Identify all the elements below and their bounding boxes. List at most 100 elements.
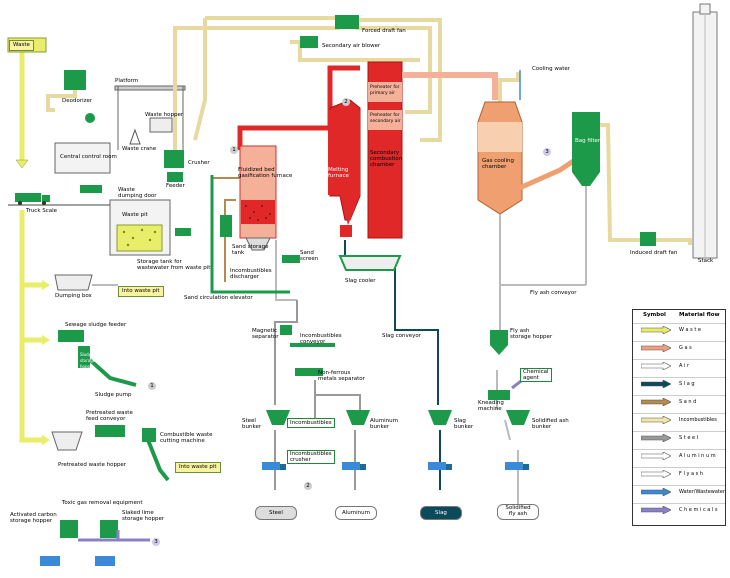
waste-dumping-door-label: Waste dumping door xyxy=(118,187,157,199)
truck-scale-label: Truck Scale xyxy=(26,208,58,214)
sludge-storage-hopper-label: Sludge storage hopper xyxy=(80,352,96,369)
feeder-label: Feeder xyxy=(166,183,185,189)
legend-label: Incombustibles xyxy=(679,417,717,423)
deodorizer-duct xyxy=(46,90,77,112)
forced-draft-fan-unit xyxy=(335,15,359,29)
truck-scale xyxy=(8,193,110,206)
pretreated-conveyor-unit xyxy=(95,425,125,437)
waste-hopper-label: Waste hopper xyxy=(145,112,184,118)
nonferrous-separator-unit xyxy=(295,368,323,376)
fluidized-bed-furnace xyxy=(239,145,277,239)
melting-furnace-body xyxy=(328,110,360,225)
storage-tank-label: Storage tank for wastewater from waste p… xyxy=(137,259,211,271)
gas-duct-to-cooling xyxy=(402,72,498,100)
sand-screen-unit xyxy=(282,255,300,263)
incombustibles-lines xyxy=(274,300,361,490)
kneading-machine-unit xyxy=(488,390,510,400)
induced-draft-fan-unit xyxy=(640,232,656,246)
sludge-pump-line xyxy=(88,358,137,387)
deodorizer-label: Deodorizer xyxy=(62,98,93,104)
legend-row: W a s t e xyxy=(633,323,725,337)
fluidized-bed-label: Fluidized bed gasification furnace xyxy=(238,167,293,179)
slag-lines xyxy=(344,240,441,490)
waste-crane-label: Waste crane xyxy=(122,146,157,152)
marker-3-top: 3 xyxy=(543,148,551,156)
output-aluminum: Aluminum xyxy=(335,506,377,520)
output-trucks xyxy=(262,462,529,470)
nonferrous-separator-label: Non-ferrous metals separator xyxy=(318,370,365,382)
melting-furnace-label: Melting furnace xyxy=(328,167,349,179)
legend-arrow-icon xyxy=(641,506,671,514)
cutting-machine-chute xyxy=(146,439,170,482)
bag-filter-unit xyxy=(572,112,600,172)
waste-label: Waste xyxy=(9,40,34,51)
legend-row: A l u m i n u m xyxy=(633,449,725,463)
marker-1-top: 1 xyxy=(230,146,238,154)
fly-ash-storage-hopper-label: Fly ash storage hopper xyxy=(510,328,553,340)
cooling-water-label: Cooling water xyxy=(532,66,571,72)
crusher-label: Crusher xyxy=(188,160,210,166)
legend-row: C h e m i c a l s xyxy=(633,503,725,517)
melting-furnace-neck xyxy=(340,225,352,237)
pretreated-hopper-label: Pretreated waste hopper xyxy=(58,462,127,468)
aluminum-bunker-unit xyxy=(346,410,370,425)
legend-row: G a s xyxy=(633,341,725,355)
secondary-air-blower-label: Secondary air blower xyxy=(322,43,381,49)
legend-label: W a s t e xyxy=(679,327,702,333)
sand-lines xyxy=(212,177,240,282)
stack-tower xyxy=(692,3,718,259)
legend-row: S a n d xyxy=(633,395,725,409)
bag-filter-label: Bag filter xyxy=(575,138,601,144)
legend-label: S t e e l xyxy=(679,435,699,441)
legend-arrow-icon xyxy=(641,380,671,388)
marker-2-bottom: 2 xyxy=(304,482,312,490)
steel-bunker-label: Steel bunker xyxy=(242,418,262,430)
legend-label: A l u m i n u m xyxy=(679,453,716,459)
legend-label: A i r xyxy=(679,363,690,369)
cutting-machine-unit xyxy=(142,428,156,442)
waste-arrow-pretreated xyxy=(42,435,50,445)
legend-label: G a s xyxy=(679,345,692,351)
induced-fan-duct xyxy=(656,238,692,245)
slag-cooler-label: Slag cooler xyxy=(345,278,376,284)
marker-1-bottom: 1 xyxy=(148,382,156,390)
legend-row: S l a g xyxy=(633,377,725,391)
toxic-gas-removal-label: Toxic gas removal equipment xyxy=(62,500,143,506)
fly-ash-conveyor-label: Fly ash conveyor xyxy=(530,290,577,296)
incombustibles-crusher-label: Incombustibles crusher xyxy=(287,450,335,464)
slaked-lime-label: Slaked lime storage hopper xyxy=(122,510,165,522)
central-control-room-label: Central control room xyxy=(60,154,117,160)
bag-filter-hopper xyxy=(572,172,600,186)
preheater-primary-label: Preheater for primary air xyxy=(370,85,400,96)
legend-label: S l a g xyxy=(679,381,695,387)
slag-bunker-unit xyxy=(428,410,452,425)
waste-pit-fill xyxy=(116,224,163,252)
toxic-gas-units xyxy=(40,520,150,566)
legend-symbol-header: Symbol xyxy=(643,312,666,318)
legend-arrow-icon xyxy=(641,398,671,406)
sand-storage-tank-label: Sand storage tank xyxy=(232,244,269,256)
into-waste-pit-label-2: Into waste pit xyxy=(175,462,221,473)
gas-duct-red xyxy=(237,125,330,150)
activated-carbon-label: Activated carbon storage hopper xyxy=(10,512,57,524)
magnetic-separator-label: Magnetic separator xyxy=(252,328,279,340)
waste-down-arrow xyxy=(15,159,29,169)
chemical-agent-label: Chemical agent xyxy=(520,368,552,382)
marker-2-top: 2 xyxy=(342,98,350,106)
legend-label: S a n d xyxy=(679,399,697,405)
incombustibles-box-label: Incombustibles xyxy=(287,418,335,428)
steel-bunker-unit xyxy=(266,410,290,425)
deodorizer-fan xyxy=(85,113,95,123)
secondary-air-blower-unit xyxy=(300,36,318,48)
legend-row: Water/Wastewater xyxy=(633,485,725,499)
sewage-sludge-feeder-label: Sewage sludge feeder xyxy=(65,322,127,328)
secondary-air-preheater xyxy=(368,110,402,130)
solidified-ash-bunker-label: Solidified ash bunker xyxy=(532,418,569,430)
crusher-unit xyxy=(164,150,184,168)
slag-cooler-unit xyxy=(338,255,402,271)
dumping-box-unit xyxy=(54,274,93,291)
magnetic-separator-unit xyxy=(280,325,292,335)
marker-3-bottom: 3 xyxy=(152,538,160,546)
slag-conveyor-label: Slag conveyor xyxy=(382,333,422,339)
